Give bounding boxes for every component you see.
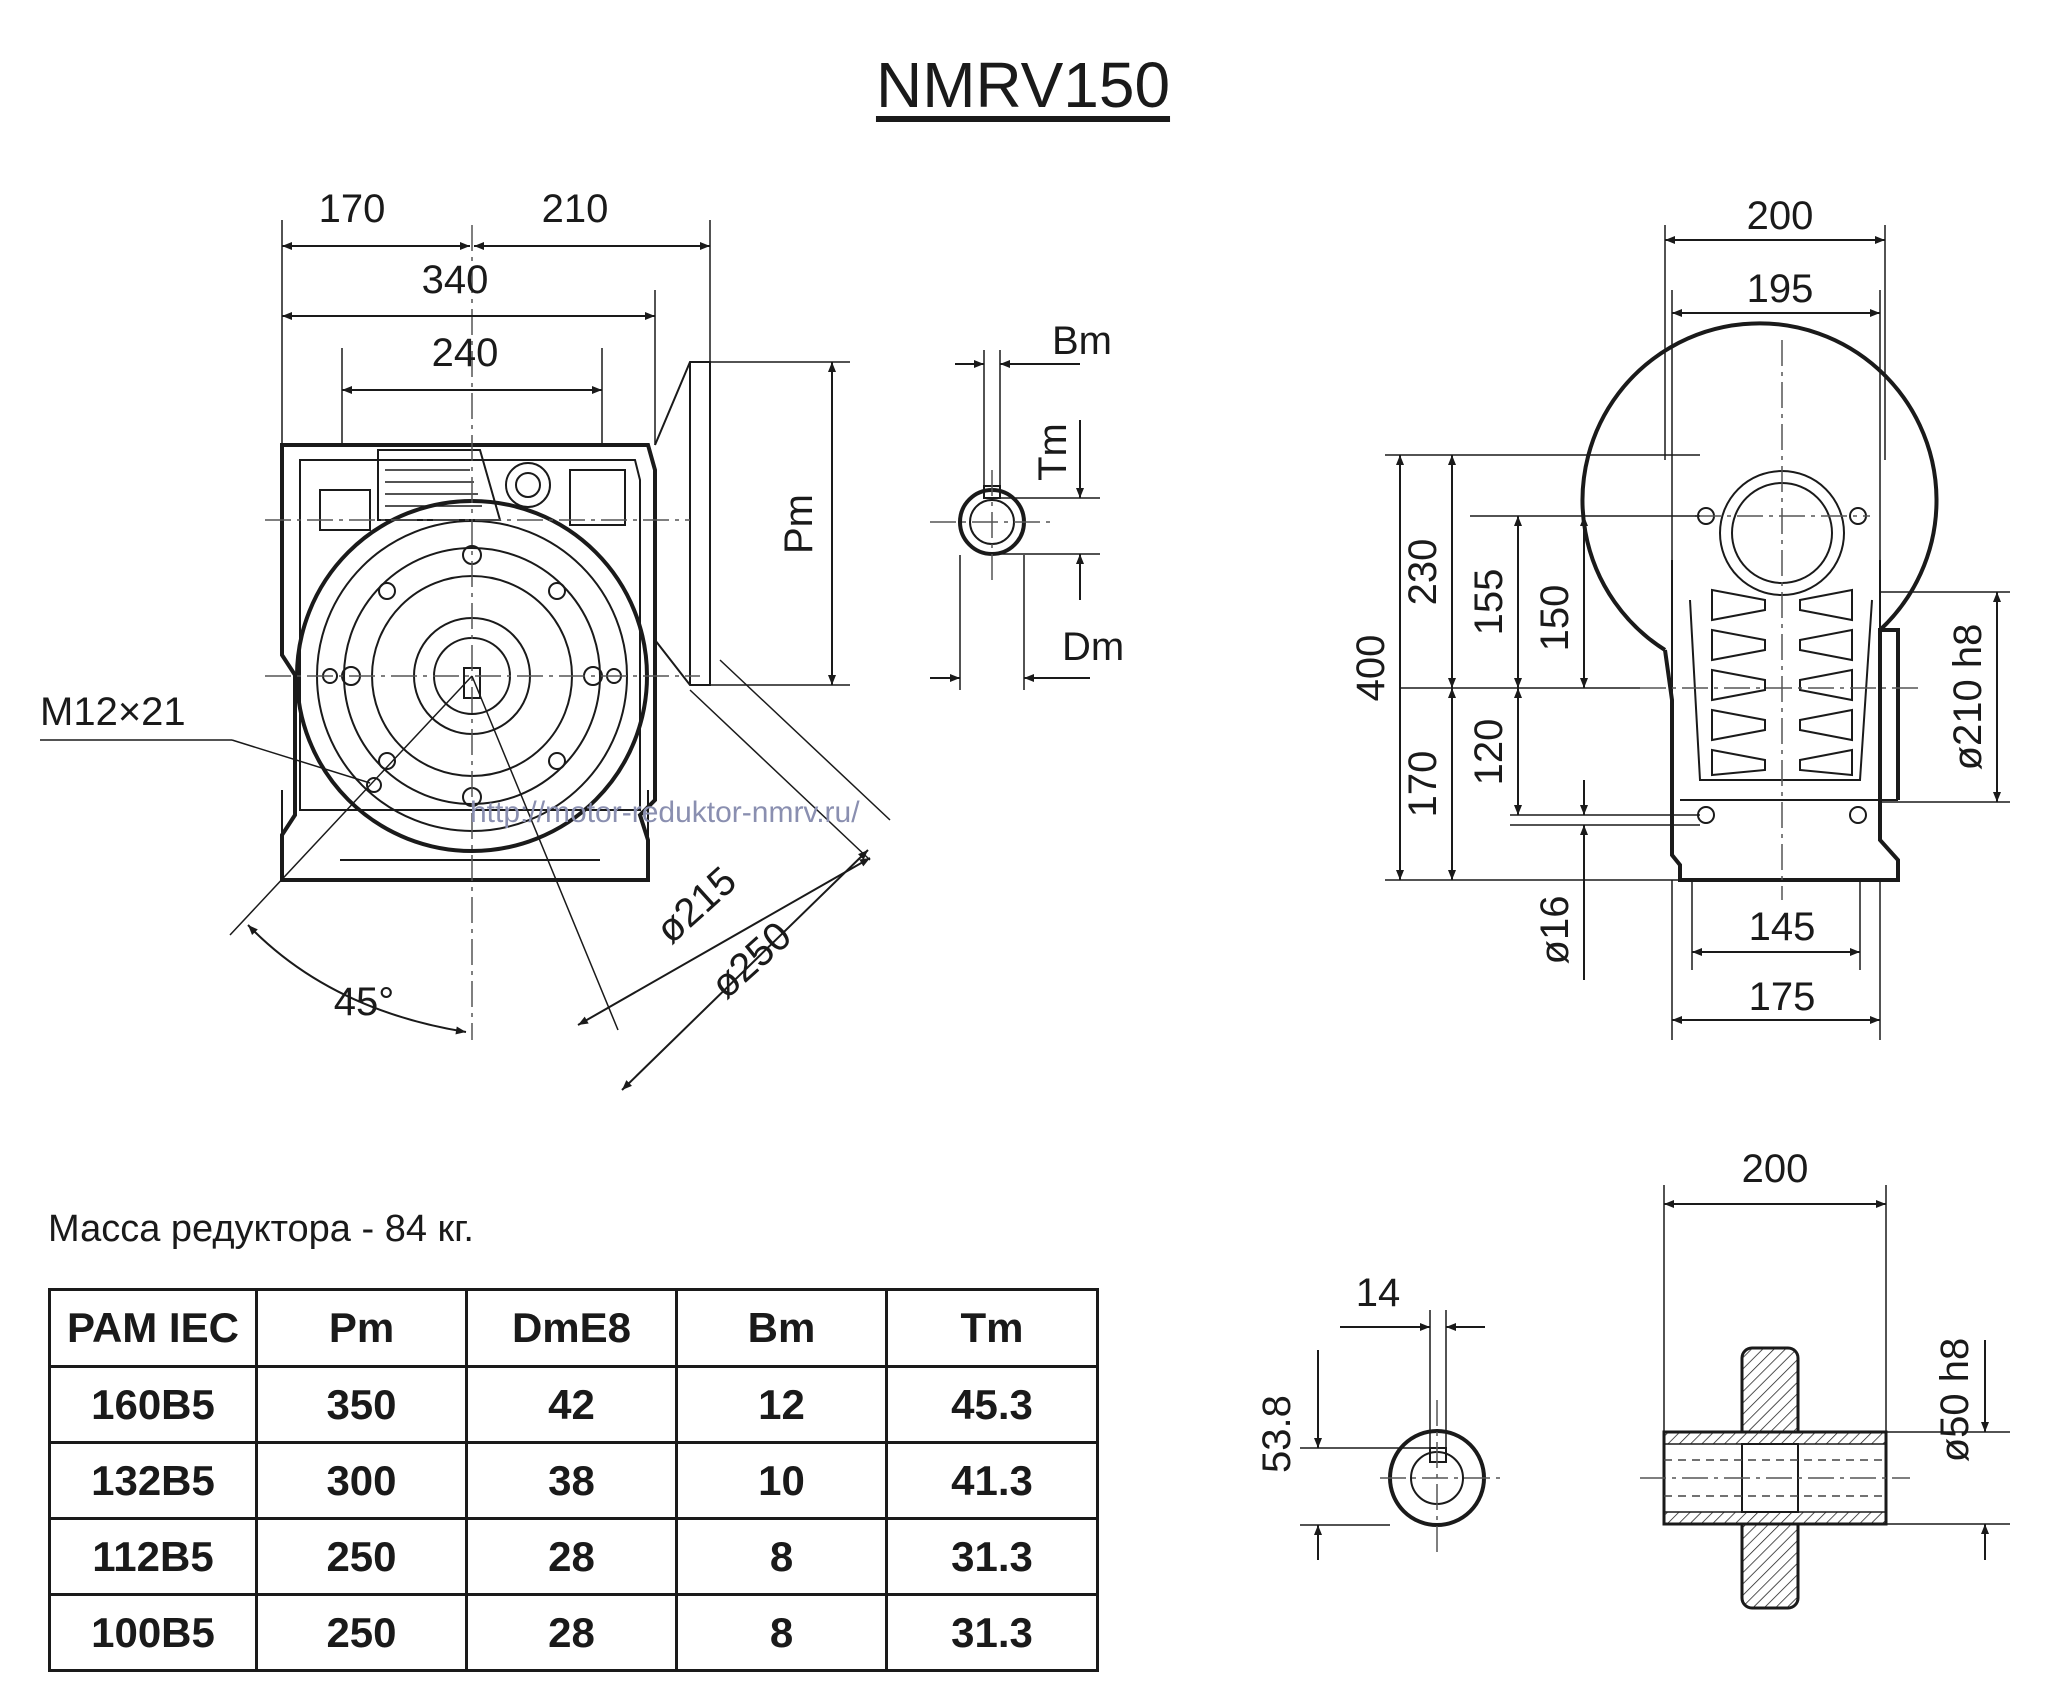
cell-bm: 8 bbox=[675, 1593, 888, 1672]
cell-tm: 45.3 bbox=[885, 1365, 1099, 1444]
cell-pm: 250 bbox=[255, 1517, 468, 1596]
dim-d210h8: ø210 h8 bbox=[1946, 624, 1990, 771]
cell-dm: 28 bbox=[465, 1517, 678, 1596]
dim-170: 170 bbox=[319, 187, 386, 231]
cell-dm: 42 bbox=[465, 1365, 678, 1444]
dim-175: 175 bbox=[1749, 975, 1816, 1019]
dim-pm: Pm bbox=[777, 494, 821, 554]
cell-bm: 10 bbox=[675, 1441, 888, 1520]
dim-400: 400 bbox=[1349, 635, 1393, 702]
dim-145: 145 bbox=[1749, 905, 1816, 949]
output-shaft-section: 200 ø50 h8 bbox=[1640, 1147, 2010, 1610]
dim-120: 120 bbox=[1467, 719, 1511, 786]
watermark-text: http://motor-reduktor-nmrv.ru/ bbox=[470, 796, 860, 829]
output-shaft-key-detail: 14 53.8 bbox=[1255, 1271, 1500, 1560]
side-housing bbox=[1663, 628, 1900, 882]
cell-dm: 38 bbox=[465, 1441, 678, 1520]
table-header-row: PAM IEC Pm DmE8 Bm Tm bbox=[48, 1288, 1099, 1368]
cell-pam: 132B5 bbox=[48, 1441, 258, 1520]
dim-155: 155 bbox=[1467, 569, 1511, 636]
cell-tm: 31.3 bbox=[885, 1593, 1099, 1672]
motor-flange-table: PAM IEC Pm DmE8 Bm Tm 160B5 350 42 12 45… bbox=[48, 1288, 1099, 1672]
dim-53-8: 53.8 bbox=[1255, 1395, 1299, 1473]
header-tm: Tm bbox=[885, 1288, 1099, 1368]
cell-pam: 160B5 bbox=[48, 1365, 258, 1444]
dim-d250: ø250 bbox=[703, 913, 800, 1007]
header-bm: Bm bbox=[675, 1288, 888, 1368]
dim-out-200: 200 bbox=[1742, 1147, 1809, 1191]
dim-230: 230 bbox=[1401, 539, 1445, 606]
cell-tm: 31.3 bbox=[885, 1517, 1099, 1596]
dim-340: 340 bbox=[422, 258, 489, 302]
header-pam-iec: PAM IEC bbox=[48, 1288, 258, 1368]
cell-tm: 41.3 bbox=[885, 1441, 1099, 1520]
dim-angle-45: 45° bbox=[334, 980, 395, 1024]
header-pm: Pm bbox=[255, 1288, 468, 1368]
cell-dm: 28 bbox=[465, 1593, 678, 1672]
dim-tm: Tm bbox=[1031, 423, 1075, 481]
cell-pam: 112B5 bbox=[48, 1517, 258, 1596]
gearbox-mass: Масса редуктора - 84 кг. bbox=[48, 1208, 474, 1250]
dim-side-200: 200 bbox=[1747, 194, 1814, 238]
dim-d50h8: ø50 h8 bbox=[1933, 1338, 1977, 1463]
table-row: 112B5 250 28 8 31.3 bbox=[48, 1517, 1099, 1596]
thread-callout: M12×21 bbox=[40, 690, 186, 734]
table-row: 132B5 300 38 10 41.3 bbox=[48, 1441, 1099, 1520]
dim-14: 14 bbox=[1356, 1271, 1401, 1315]
motor-flange bbox=[654, 361, 711, 686]
cell-pm: 350 bbox=[255, 1365, 468, 1444]
input-shaft-detail: Bm Tm Dm bbox=[930, 319, 1124, 690]
cell-pm: 250 bbox=[255, 1593, 468, 1672]
dim-210: 210 bbox=[542, 187, 609, 231]
dim-150: 150 bbox=[1533, 585, 1577, 652]
dim-d16: ø16 bbox=[1533, 896, 1577, 965]
dim-dm: Dm bbox=[1062, 625, 1124, 669]
table-row: 160B5 350 42 12 45.3 bbox=[48, 1365, 1099, 1444]
cell-pm: 300 bbox=[255, 1441, 468, 1520]
cell-bm: 12 bbox=[675, 1365, 888, 1444]
dim-side-195: 195 bbox=[1747, 267, 1814, 311]
cooling-ribs bbox=[1711, 588, 1853, 777]
cell-pam: 100B5 bbox=[48, 1593, 258, 1672]
dim-bm: Bm bbox=[1052, 319, 1112, 363]
side-view: 200 195 400 230 170 155 120 150 ø16 bbox=[1349, 194, 2010, 1040]
table-row: 100B5 250 28 8 31.3 bbox=[48, 1593, 1099, 1672]
header-dme8: DmE8 bbox=[465, 1288, 678, 1368]
dim-240: 240 bbox=[432, 331, 499, 375]
drawing-title: NMRV150 bbox=[875, 49, 1171, 121]
front-view: 170 210 340 240 Pm ø215 ø250 45° M12×21 … bbox=[40, 187, 891, 1091]
cell-bm: 8 bbox=[675, 1517, 888, 1596]
dim-side-170: 170 bbox=[1401, 751, 1445, 818]
